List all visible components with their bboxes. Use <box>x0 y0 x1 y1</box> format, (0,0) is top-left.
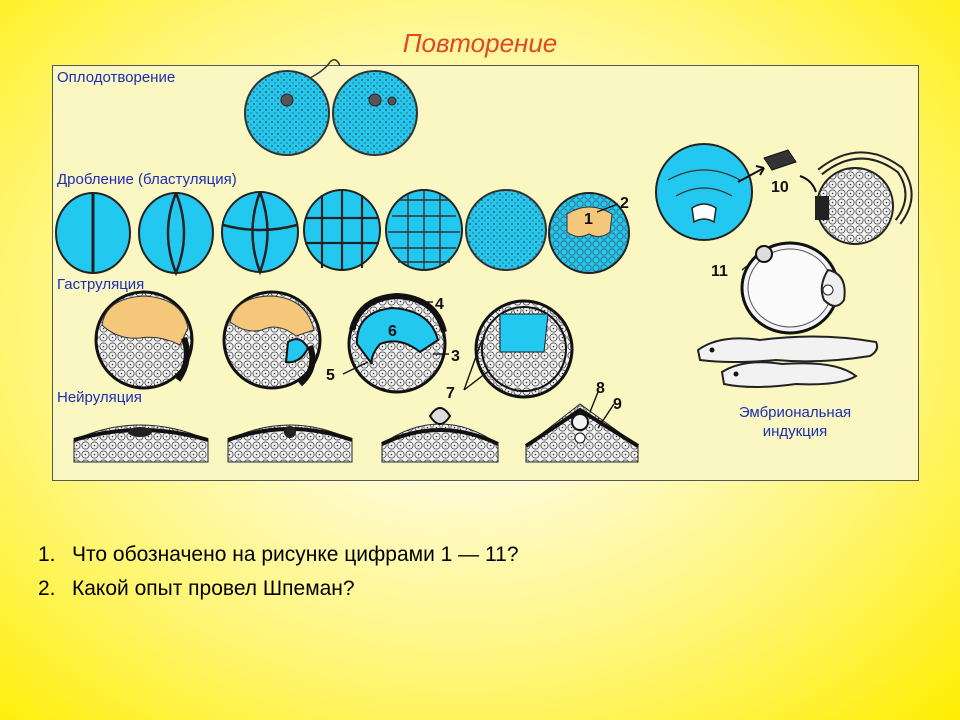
label-3: 3 <box>451 348 460 365</box>
question-item: 1. Что обозначено на рисунке цифрами 1 —… <box>38 538 519 572</box>
induction-caption-line-2: индукция <box>762 423 828 440</box>
label-11: 11 <box>711 263 728 280</box>
cleavage-morula <box>385 189 463 271</box>
gastrula-late <box>347 292 447 394</box>
label-1: 1 <box>584 211 593 228</box>
spemann-graft-piece <box>763 149 797 171</box>
cleavage-16-cell <box>303 189 381 271</box>
stage-fertilization: Оплодотворение <box>57 69 176 86</box>
label-8: 8 <box>596 380 605 397</box>
label-6: 6 <box>388 323 397 340</box>
question-list: 1. Что обозначено на рисунке цифрами 1 —… <box>38 538 519 606</box>
gastrula-early <box>94 290 194 390</box>
label-2: 2 <box>620 195 629 212</box>
question-number: 2. <box>38 577 56 600</box>
label-5: 5 <box>326 367 335 384</box>
label-7: 7 <box>446 385 455 402</box>
question-text: Что обозначено на рисунке цифрами 1 — 11… <box>72 543 519 566</box>
stage-gastrulation: Гаструляция <box>57 276 145 293</box>
spemann-donor-embryo <box>655 143 765 241</box>
stage-cleavage: Дробление (бластуляция) <box>57 171 237 188</box>
cleavage-8-cell <box>221 191 299 276</box>
question-text: Какой опыт провел Шпеман? <box>72 577 355 600</box>
fertilization-egg-1 <box>244 59 341 156</box>
spemann-secondary-axis <box>740 241 846 335</box>
induction-caption: Эмбриональная индукция <box>705 403 885 441</box>
gastrula-middle <box>222 290 322 390</box>
spemann-host-embryo <box>799 151 913 245</box>
fertilization-egg-2 <box>332 70 418 156</box>
gastrula-section <box>474 299 574 399</box>
label-4: 4 <box>435 296 444 313</box>
cleavage-blastula <box>465 189 547 271</box>
question-number: 1. <box>38 543 56 566</box>
cleavage-blastula-section <box>548 192 630 274</box>
neurula-2 <box>227 424 353 463</box>
stage-neurulation: Нейруляция <box>57 389 142 406</box>
induction-caption-line-1: Эмбриональная <box>738 404 852 421</box>
label-10: 10 <box>771 179 789 196</box>
label-pointers <box>342 203 753 429</box>
question-item: 2. Какой опыт провел Шпеман? <box>38 572 519 606</box>
neurula-4 <box>524 403 640 463</box>
cleavage-2-cell <box>55 192 131 274</box>
slide-title: Повторение <box>402 28 558 58</box>
label-9: 9 <box>613 396 622 413</box>
neurula-1 <box>73 424 209 463</box>
neurula-3 <box>381 407 499 463</box>
twin-tadpoles <box>696 335 879 388</box>
cleavage-4-cell <box>138 192 214 277</box>
